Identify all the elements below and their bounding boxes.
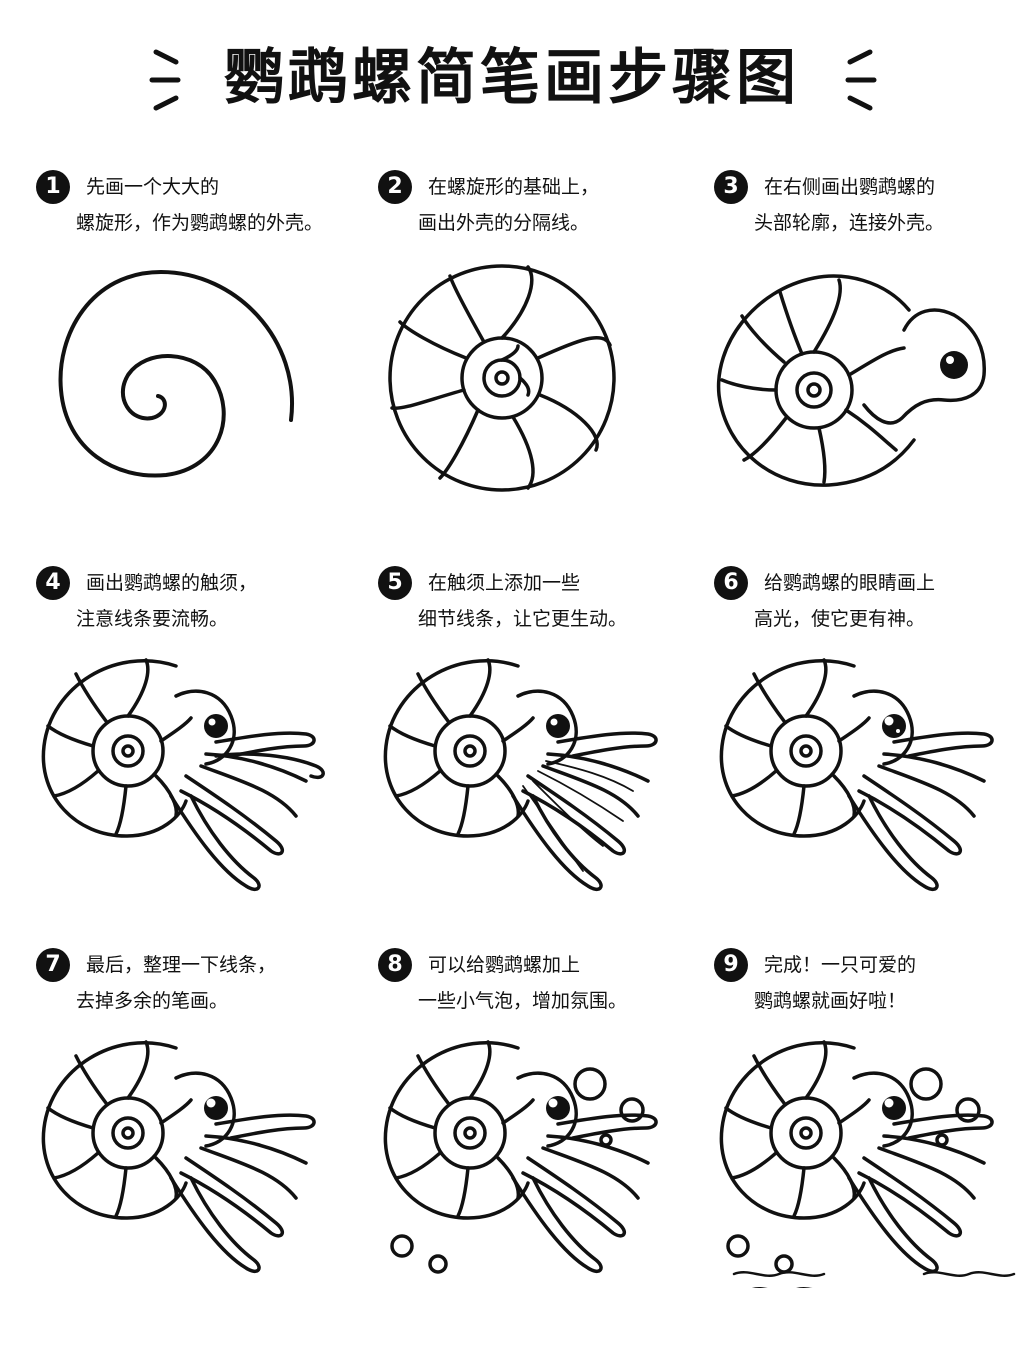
step-text-line2: 螺旋形，作为鹦鹉螺的外壳。: [76, 212, 324, 234]
step-number-badge: 3: [714, 170, 748, 204]
step-2: 2 在螺旋形的基础上， 画出外壳的分隔线。: [378, 170, 708, 550]
step-text-line1: 给鹦鹉螺的眼睛画上: [764, 572, 936, 594]
nautilus-with-tentacles-drawing: [36, 646, 366, 906]
step-text-line2: 细节线条，让它更生动。: [418, 608, 628, 630]
step-text-line2: 画出外壳的分隔线。: [418, 212, 590, 234]
step-text-line1: 可以给鹦鹉螺加上: [428, 954, 581, 976]
header: 鹦鹉螺简笔画步骤图: [0, 38, 1024, 118]
step-text-line1: 先画一个大大的: [86, 176, 220, 198]
shell-with-chambers-drawing: [378, 250, 708, 510]
step-text-line2: 鹦鹉螺就画好啦！: [754, 990, 907, 1012]
nautilus-with-detail-lines-drawing: [378, 646, 708, 906]
page-title: 鹦鹉螺简笔画步骤图: [224, 43, 800, 113]
step-text-line2: 一些小气泡，增加氛围。: [418, 990, 628, 1012]
step-6: 6 给鹦鹉螺的眼睛画上 高光，使它更有神。: [714, 566, 1024, 946]
step-number-badge: 5: [378, 566, 412, 600]
step-text-line1: 在触须上添加一些: [428, 572, 581, 594]
step-number-badge: 1: [36, 170, 70, 204]
step-3: 3 在右侧画出鹦鹉螺的 头部轮廓，连接外壳。: [714, 170, 1024, 550]
step-7: 7 最后，整理一下线条， 去掉多余的笔画。: [36, 948, 366, 1328]
nautilus-eye-highlight-drawing: [714, 646, 1024, 906]
step-9: 9 完成！一只可爱的 鹦鹉螺就画好啦！: [714, 948, 1024, 1328]
step-number-badge: 7: [36, 948, 70, 982]
step-1: 1 先画一个大大的 螺旋形，作为鹦鹉螺的外壳。: [36, 170, 366, 550]
step-text-line2: 注意线条要流畅。: [76, 608, 229, 630]
step-5: 5 在触须上添加一些 细节线条，让它更生动。: [378, 566, 708, 946]
step-number-badge: 2: [378, 170, 412, 204]
nautilus-clean-lines-drawing: [36, 1028, 366, 1288]
step-text-line1: 画出鹦鹉螺的触须，: [86, 572, 258, 594]
step-text-line2: 去掉多余的笔画。: [76, 990, 229, 1012]
step-text-line1: 最后，整理一下线条，: [86, 954, 277, 976]
step-number-badge: 4: [36, 566, 70, 600]
step-number-badge: 6: [714, 566, 748, 600]
sparkle-lines-left-icon: [148, 44, 188, 114]
step-number-badge: 8: [378, 948, 412, 982]
step-8: 8 可以给鹦鹉螺加上 一些小气泡，增加氛围。: [378, 948, 708, 1328]
step-text-line2: 高光，使它更有神。: [754, 608, 926, 630]
step-text-line1: 完成！一只可爱的: [764, 954, 917, 976]
shell-with-head-drawing: [714, 250, 1024, 510]
spiral-drawing: [36, 250, 366, 510]
nautilus-finished-drawing: [714, 1028, 1024, 1288]
step-number-badge: 9: [714, 948, 748, 982]
nautilus-with-bubbles-drawing: [378, 1028, 708, 1288]
step-text-line1: 在螺旋形的基础上，: [428, 176, 600, 198]
step-text-line2: 头部轮廓，连接外壳。: [754, 212, 945, 234]
step-4: 4 画出鹦鹉螺的触须， 注意线条要流畅。: [36, 566, 366, 946]
step-text-line1: 在右侧画出鹦鹉螺的: [764, 176, 936, 198]
sparkle-lines-right-icon: [838, 44, 878, 114]
